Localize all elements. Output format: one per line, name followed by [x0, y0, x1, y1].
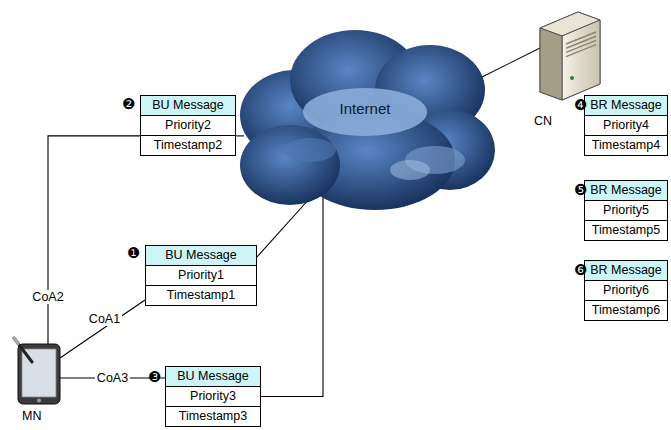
link-line [236, 135, 244, 136]
link-line [480, 46, 544, 78]
table-header: BU Message [145, 245, 257, 266]
message-table: BR MessagePriority6Timestamp6 [584, 260, 668, 321]
link-line [261, 196, 323, 397]
message-table: BU MessagePriority2Timestamp2 [140, 95, 236, 156]
table-cell: Timestamp6 [584, 300, 668, 321]
cloud-label: Internet [295, 100, 435, 117]
cloud-shape [235, 20, 495, 215]
table-cell: Priority5 [584, 200, 668, 221]
message-table: BU MessagePriority3Timestamp3 [165, 366, 261, 427]
table-cell: Timestamp3 [165, 406, 261, 427]
table-cell: Priority2 [140, 115, 236, 136]
internet-cloud: Internet [235, 20, 495, 215]
callout-number: ❹ [574, 97, 587, 113]
table-cell: Timestamp2 [140, 135, 236, 156]
tablet-icon [10, 336, 66, 408]
table-cell: Timestamp1 [145, 285, 257, 306]
table-cell: Priority4 [584, 115, 668, 136]
table-cell: Priority6 [584, 280, 668, 301]
node-name: MN [22, 409, 41, 423]
table-header: BR Message [584, 180, 668, 201]
link-line [257, 198, 310, 257]
callout-number: ❸ [148, 369, 161, 385]
callout-number: ❶ [127, 245, 140, 261]
address-label: CoA3 [95, 371, 130, 385]
table-cell: Priority3 [165, 386, 261, 407]
table-header: BR Message [584, 260, 668, 281]
callout-number: ❻ [574, 262, 587, 278]
mobile-node: MN [10, 336, 66, 426]
node-name: CN [534, 114, 552, 128]
address-label: CoA1 [87, 312, 122, 326]
table-cell: Priority1 [145, 265, 257, 286]
table-header: BU Message [165, 366, 261, 387]
link-line [48, 136, 140, 348]
server-icon [520, 6, 606, 106]
table-header: BR Message [584, 95, 668, 116]
message-table: BR MessagePriority5Timestamp5 [584, 180, 668, 241]
message-table: BU MessagePriority1Timestamp1 [145, 245, 257, 306]
address-label: CoA2 [30, 290, 65, 304]
table-header: BU Message [140, 95, 236, 116]
link-line [60, 300, 145, 358]
table-cell: Timestamp4 [584, 135, 668, 156]
callout-number: ❷ [122, 96, 135, 112]
callout-number: ❺ [574, 182, 587, 198]
message-table: BR MessagePriority4Timestamp4 [584, 95, 668, 156]
table-cell: Timestamp5 [584, 220, 668, 241]
